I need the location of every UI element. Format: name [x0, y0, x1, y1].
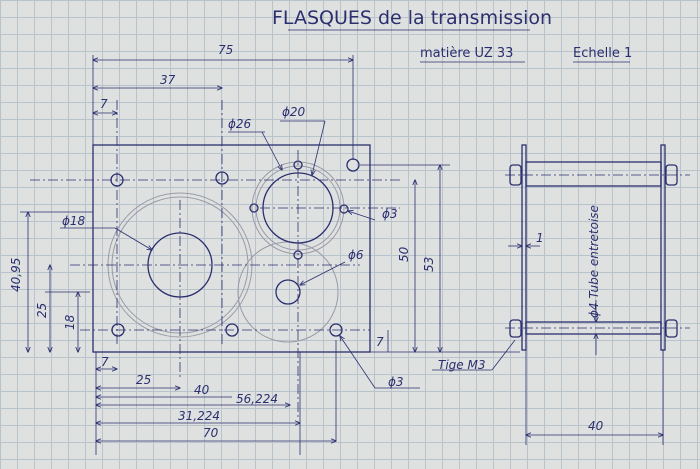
- dim-7-bottom: 7: [101, 355, 109, 369]
- dim-31-224: 31,224: [178, 409, 220, 423]
- side-width-dim: 40: [588, 419, 604, 433]
- rod-label: Tige M3: [438, 358, 485, 372]
- plate-thickness-dim: 1: [536, 231, 544, 245]
- dia-18: ϕ18: [62, 214, 86, 228]
- dim-75: 75: [218, 43, 233, 57]
- dim-25-bottom: 25: [136, 373, 151, 387]
- dia-3-top: ϕ3: [382, 207, 398, 221]
- front-view: [30, 100, 400, 420]
- dim-18-left: 18: [63, 314, 77, 330]
- side-view: 1 ϕ4 Tube entretoise 40: [505, 144, 690, 445]
- dim-7-right: 7: [376, 335, 384, 349]
- dim-40-bottom: 40: [194, 383, 210, 397]
- material-label: matière UZ 33: [420, 46, 513, 61]
- dia-20: ϕ20: [282, 105, 306, 119]
- dim-37: 37: [160, 73, 176, 87]
- dim-70: 70: [203, 426, 219, 440]
- dim-7-top: 7: [100, 97, 108, 111]
- tube-label: ϕ4 Tube entretoise: [587, 205, 601, 318]
- drawing-title: FLASQUES de la transmission: [272, 7, 552, 29]
- dia-6: ϕ6: [348, 248, 364, 262]
- dim-53: 53: [422, 257, 436, 272]
- dia-3-bottom: ϕ3: [388, 375, 404, 389]
- dim-56-224: 56,224: [236, 392, 278, 406]
- dim-50: 50: [397, 246, 411, 262]
- scale-label: Echelle 1: [573, 46, 632, 61]
- dia-26: ϕ26: [228, 117, 252, 131]
- dim-40-95: 40,95: [9, 258, 23, 292]
- dim-25-left: 25: [35, 303, 49, 318]
